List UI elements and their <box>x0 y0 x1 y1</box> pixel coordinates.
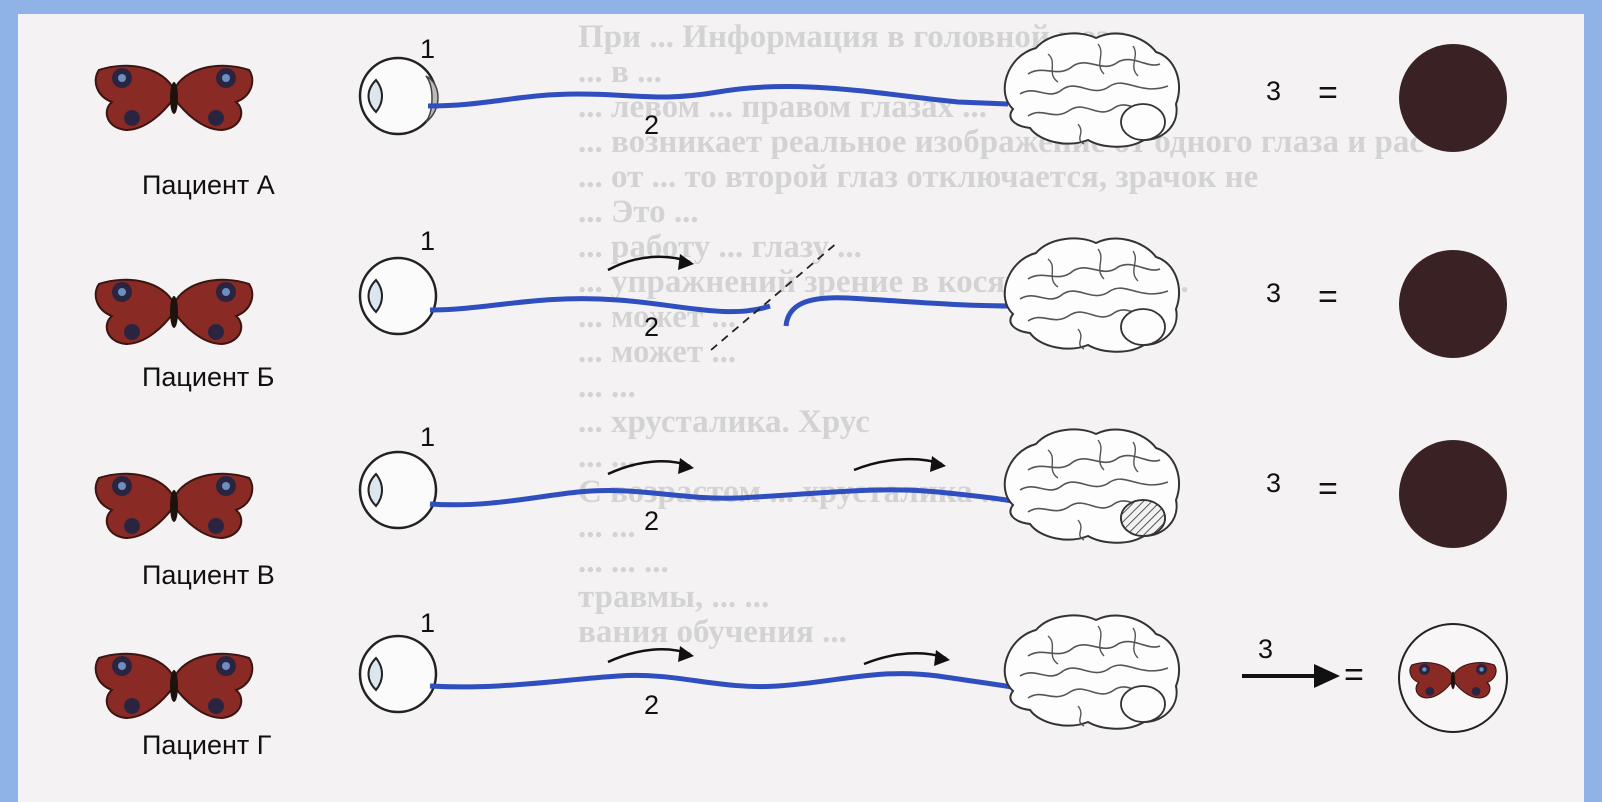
arrow-head <box>678 646 694 662</box>
arrow-icon <box>864 653 946 664</box>
optic-nerve <box>430 299 770 312</box>
optic-nerve-cut <box>786 298 1018 326</box>
result-dark-circle <box>1399 250 1507 358</box>
eye-icon <box>360 58 436 134</box>
label-eye-number: 1 <box>420 226 435 257</box>
butterfly-image <box>96 474 253 538</box>
arrow-head <box>678 254 694 270</box>
patient-label: Пациент А <box>142 170 275 201</box>
label-brain-number: 3 <box>1266 278 1281 309</box>
row-patient-c <box>96 429 1507 548</box>
arrow-icon <box>608 461 690 474</box>
butterfly-image <box>96 66 253 130</box>
arrow-icon <box>608 257 690 270</box>
row-patient-d <box>96 615 1507 732</box>
brain-icon <box>1005 238 1179 351</box>
label-brain-number: 3 <box>1266 76 1281 107</box>
arrow-head <box>930 456 946 472</box>
brain-icon <box>1005 33 1179 146</box>
arrow-head <box>934 650 950 666</box>
butterfly-image <box>96 654 253 718</box>
eye-icon <box>360 636 436 712</box>
label-eye-number: 1 <box>420 608 435 639</box>
label-nerve-number: 2 <box>644 110 659 141</box>
cut-line <box>711 242 838 350</box>
brain-icon <box>1005 615 1179 728</box>
label-nerve-number: 2 <box>644 506 659 537</box>
eye-icon <box>360 258 436 334</box>
optic-nerve <box>430 490 1018 505</box>
label-nerve-number: 2 <box>644 690 659 721</box>
row-patient-b <box>96 238 1507 358</box>
label-eye-number: 1 <box>420 34 435 65</box>
visual-cortex-damage <box>1121 500 1165 536</box>
label-nerve-number: 2 <box>644 312 659 343</box>
patient-label: Пациент Г <box>142 730 271 761</box>
result-dark-circle <box>1399 44 1507 152</box>
patient-label: Пациент В <box>142 560 275 591</box>
label-eye-number: 1 <box>420 422 435 453</box>
arrow-icon <box>608 649 690 662</box>
eye-icon <box>360 452 436 528</box>
diagram-page: При ... Информация в головной мозг ... в… <box>18 14 1584 802</box>
equals-sign: = <box>1318 470 1338 509</box>
row-patient-a <box>96 33 1507 152</box>
result-dark-circle <box>1399 440 1507 548</box>
label-brain-number: 3 <box>1258 634 1273 665</box>
equals-sign: = <box>1344 656 1364 695</box>
butterfly-image <box>96 280 253 344</box>
patient-label: Пациент Б <box>142 362 274 393</box>
output-arrow-head <box>1314 664 1340 688</box>
label-brain-number: 3 <box>1266 468 1281 499</box>
arrow-head <box>678 458 694 474</box>
optic-nerve <box>428 86 1008 106</box>
equals-sign: = <box>1318 278 1338 317</box>
equals-sign: = <box>1318 74 1338 113</box>
optic-nerve <box>430 674 1018 688</box>
arrow-icon <box>854 459 942 470</box>
